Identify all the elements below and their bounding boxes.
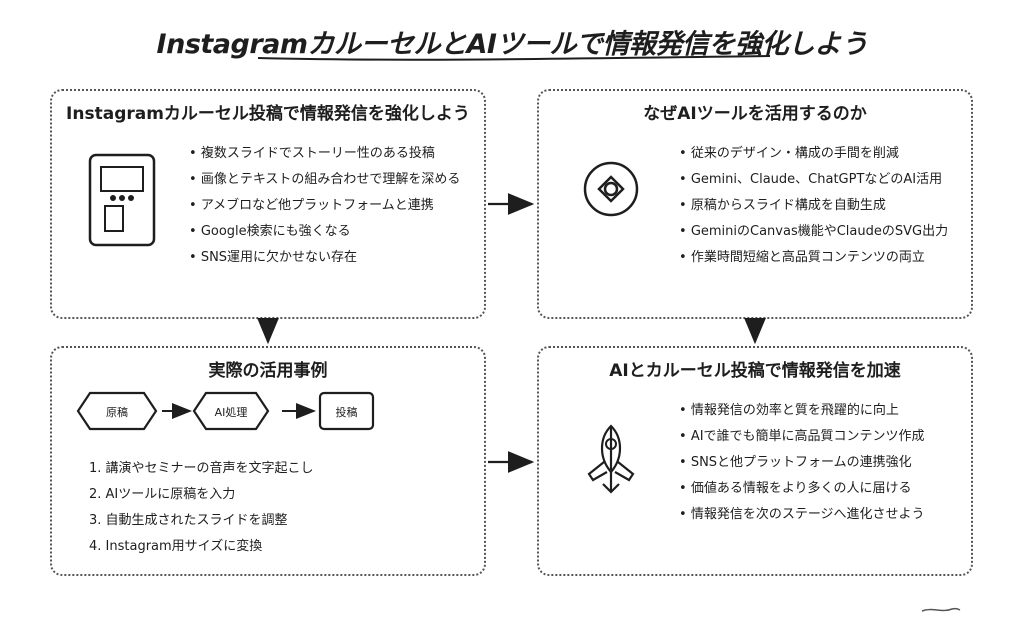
box-why-ai: なぜAIツールを活用するのか 従来のデザイン・構成の手間を削減 Gemini、C…	[537, 89, 973, 319]
list-item: 1. 講演やセミナーの音声を文字起こし	[89, 461, 314, 476]
rocket-icon	[587, 424, 635, 494]
box-use-cases: 実際の活用事例 原稿 AI処理 投稿 1. 講演やセミナーの音声を文字起こし 2…	[50, 346, 486, 576]
list-item: 3. 自動生成されたスライドを調整	[89, 513, 288, 528]
list-item: Google検索にも強くなる	[189, 219, 460, 245]
box-instagram-carousel-list: 複数スライドでストーリー性のある投稿 画像とテキストの組み合わせで理解を深める …	[189, 141, 461, 271]
decorative-squiggle	[921, 607, 961, 612]
list-item: 画像とテキストの組み合わせで理解を深める	[189, 167, 461, 193]
workflow-diagram	[76, 391, 375, 431]
box-why-ai-list: 従来のデザイン・構成の手間を削減 Gemini、Claude、ChatGPTなど…	[679, 141, 948, 271]
list-item: 複数スライドでストーリー性のある投稿	[189, 141, 460, 167]
flow-label-manuscript: 原稿	[106, 406, 128, 419]
list-item: 原稿からスライド構成を自動生成	[679, 193, 948, 219]
flow-label-ai-processing: AI処理	[214, 406, 248, 419]
list-item: 作業時間短縮と高品質コンテンツの両立	[679, 245, 948, 271]
ai-chip-icon	[583, 161, 639, 217]
list-item: 情報発信の効率と質を飛躍的に向上	[679, 398, 925, 424]
flow-node-ai-processing	[192, 391, 270, 431]
box-use-cases-title: 実際の活用事例	[208, 361, 328, 381]
list-item: 4. Instagram用サイズに変換	[89, 539, 263, 554]
list-item: Gemini、Claude、ChatGPTなどのAI活用	[679, 167, 948, 193]
list-item: 従来のデザイン・構成の手間を削減	[679, 141, 948, 167]
box-accelerate: AIとカルーセル投稿で情報発信を加速 情報発信の効率と質を飛躍的に向上 AIで誰…	[537, 346, 973, 576]
page-title: InstagramカルーセルとAIツールで情報発信を強化しよう	[156, 29, 868, 60]
list-item: 情報発信を次のステージへ進化させよう	[679, 502, 925, 528]
list-item: 価値ある情報をより多くの人に届ける	[679, 476, 925, 502]
list-item: アメブロなど他プラットフォームと連携	[189, 193, 460, 219]
smartphone-icon	[88, 153, 156, 247]
flow-node-manuscript	[76, 391, 158, 431]
box-instagram-carousel: Instagramカルーセル投稿で情報発信を強化しよう 複数スライドでストーリー…	[50, 89, 486, 319]
list-item: AIで誰でも簡単に高品質コンテンツ作成	[679, 424, 925, 450]
box-use-cases-steps: 1. 講演やセミナーの音声を文字起こし 2. AIツールに原稿を入力 3. 自動…	[89, 456, 314, 560]
box-accelerate-list: 情報発信の効率と質を飛躍的に向上 AIで誰でも簡単に高品質コンテンツ作成 SNS…	[679, 398, 925, 528]
list-item: SNS運用に欠かせない存在	[189, 245, 460, 271]
list-item: SNSと他プラットフォームの連携強化	[679, 450, 925, 476]
flow-node-post	[318, 391, 375, 431]
flow-label-post: 投稿	[335, 406, 358, 419]
box-accelerate-title: AIとカルーセル投稿で情報発信を加速	[609, 361, 901, 381]
list-item: 2. AIツールに原稿を入力	[89, 487, 236, 502]
list-item: GeminiのCanvas機能やClaudeのSVG出力	[679, 219, 948, 245]
box-instagram-carousel-title: Instagramカルーセル投稿で情報発信を強化しよう	[66, 104, 470, 124]
box-why-ai-title: なぜAIツールを活用するのか	[643, 104, 867, 124]
